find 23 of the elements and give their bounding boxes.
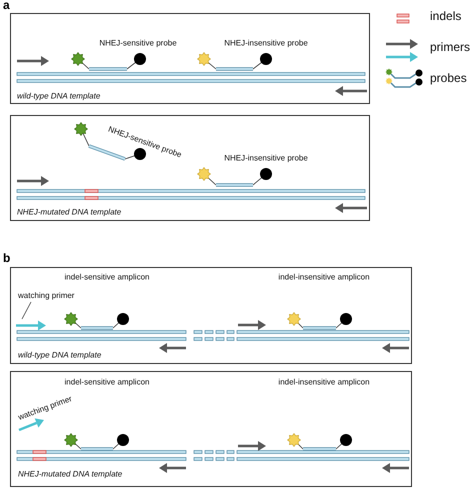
template-label: wild-type DNA template: [18, 350, 102, 360]
legend-label: probes: [430, 71, 467, 85]
template-label: NHEJ-mutated DNA template: [18, 470, 122, 478]
panel-box: [10, 371, 412, 487]
amplicon-label: indel-insensitive amplicon: [278, 378, 370, 386]
panel-box: [10, 267, 412, 364]
primer-arrow: [15, 320, 46, 331]
leader-line: [22, 302, 32, 320]
probe-label: NHEJ-sensitive probe: [99, 38, 177, 48]
template-label: NHEJ-mutated DNA template: [17, 208, 122, 216]
amplicon-label: indel-insensitive amplicon: [278, 272, 370, 282]
legend-label: primers: [430, 40, 470, 54]
panel-box: [10, 13, 370, 104]
amplicon-label: indel-sensitive amplicon: [64, 378, 150, 386]
primer-label: watching primer: [18, 291, 74, 300]
panel-letter: b: [3, 251, 10, 265]
panel-box: [10, 115, 370, 221]
probe-label: NHEJ-insensitive probe: [224, 154, 308, 162]
template-label: wild-type DNA template: [17, 92, 100, 100]
amplicon-label: indel-sensitive amplicon: [64, 272, 150, 282]
legend-label: indels: [430, 9, 462, 23]
probe-label: NHEJ-insensitive probe: [224, 38, 308, 48]
panel-letter: a: [3, 0, 10, 12]
